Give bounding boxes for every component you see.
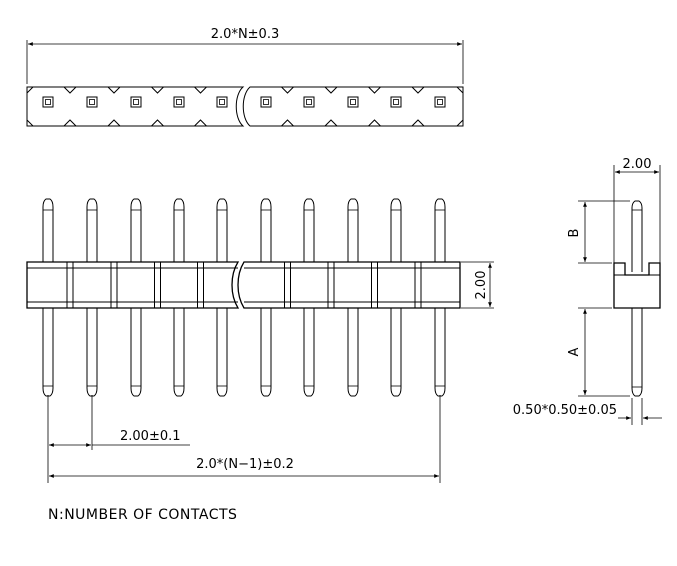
top-notch — [281, 119, 294, 127]
front-pin-upper — [216, 198, 228, 262]
top-pin-core — [350, 99, 356, 105]
top-notch — [107, 119, 121, 127]
top-pin-core — [306, 99, 312, 105]
top-notch — [194, 119, 207, 127]
front-pin-lower — [434, 308, 446, 397]
front-pin-lower — [347, 308, 359, 397]
front-pin-lower — [130, 308, 142, 397]
front-pin-upper — [347, 198, 359, 262]
front-pin-lower — [303, 308, 315, 397]
pin-section-label: 0.50*0.50±0.05 — [513, 403, 617, 418]
front-pin-upper — [260, 198, 272, 262]
top-pin-square — [42, 96, 54, 108]
overall-length-label: 2.0*N±0.3 — [211, 27, 279, 42]
top-notch — [151, 86, 164, 94]
top-body-left — [26, 86, 245, 127]
front-pin-lower — [42, 308, 54, 397]
b-label: B — [567, 229, 582, 238]
contacts-note: N:NUMBER OF CONTACTS — [48, 507, 237, 523]
top-notch — [151, 119, 164, 127]
front-pin-upper — [390, 198, 402, 262]
side-view: 2.00 B A 0.50*0.50±0.05 — [513, 157, 662, 425]
front-pin-upper — [303, 198, 315, 262]
insulator-height-label: 2.00 — [474, 271, 489, 300]
top-notch — [107, 86, 121, 94]
top-pin-core — [219, 99, 225, 105]
front-pin-lower — [390, 308, 402, 397]
front-pin-lower — [216, 308, 228, 397]
front-pin-lower — [260, 308, 272, 397]
top-pin-square — [260, 96, 272, 108]
top-pin-square — [130, 96, 142, 108]
front-pin-upper — [434, 198, 446, 262]
top-view: 2.0*N±0.3 — [26, 27, 464, 127]
top-notch — [281, 86, 294, 94]
top-pin-square — [347, 96, 359, 108]
top-chamfer — [456, 119, 464, 127]
top-pin-square — [390, 96, 402, 108]
top-notch — [411, 86, 425, 94]
top-notch — [63, 119, 77, 127]
top-pin-core — [176, 99, 182, 105]
top-notch — [411, 119, 425, 127]
top-chamfer — [26, 119, 34, 127]
top-pin-core — [437, 99, 443, 105]
front-body-left — [26, 261, 240, 309]
top-pin-core — [263, 99, 269, 105]
top-notch — [194, 86, 207, 94]
span-label: 2.0*(N−1)±0.2 — [196, 457, 294, 472]
top-pin-core — [89, 99, 95, 105]
side-pin-lower — [631, 308, 643, 397]
top-pin-square — [86, 96, 98, 108]
top-pin-square — [303, 96, 315, 108]
pitch-label: 2.00±0.1 — [120, 429, 181, 444]
front-pin-upper — [42, 198, 54, 262]
front-pin-upper — [86, 198, 98, 262]
top-pin-core — [393, 99, 399, 105]
side-width-label: 2.00 — [623, 157, 652, 172]
top-notch — [63, 86, 77, 94]
top-notch — [324, 119, 338, 127]
top-pin-square — [434, 96, 446, 108]
top-pin-square — [216, 96, 228, 108]
front-pin-lower — [86, 308, 98, 397]
top-pin-core — [45, 99, 51, 105]
front-pin-upper — [173, 198, 185, 262]
side-pin-upper — [631, 200, 643, 272]
top-chamfer — [456, 86, 464, 94]
front-pin-upper — [130, 198, 142, 262]
front-pin-lower — [173, 308, 185, 397]
front-view: 2.00 2.00±0.1 2.0*(N−1)±0.2 — [26, 198, 494, 483]
top-pin-core — [133, 99, 139, 105]
side-body — [613, 262, 661, 309]
top-notch — [368, 86, 381, 94]
top-chamfer — [26, 86, 34, 94]
a-label: A — [567, 347, 582, 356]
top-pin-square — [173, 96, 185, 108]
top-body-right — [242, 86, 464, 127]
front-body-right — [237, 261, 461, 309]
top-notch — [324, 86, 338, 94]
top-notch — [368, 119, 381, 127]
